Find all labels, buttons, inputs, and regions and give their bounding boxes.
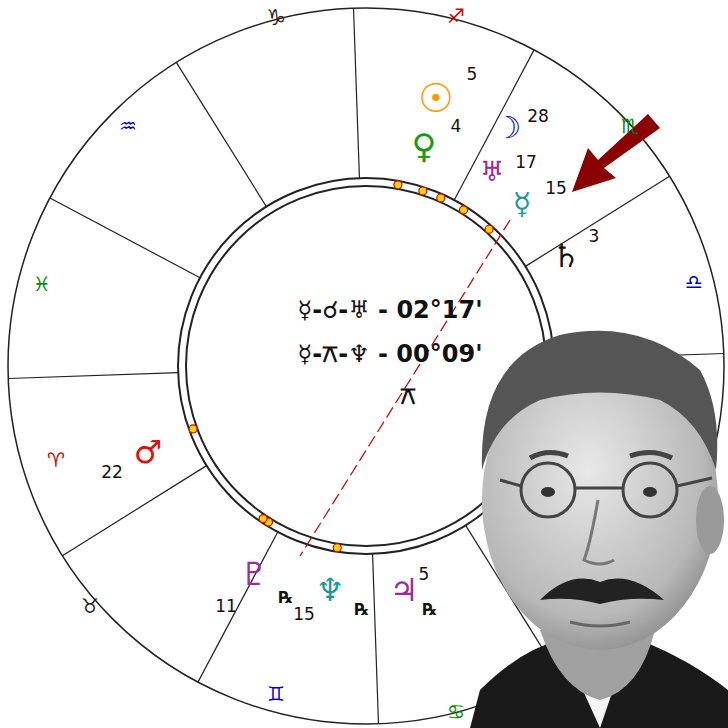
planet-glyph: ♀: [412, 129, 437, 163]
degree-number: 5: [419, 566, 430, 583]
planet-marker: [259, 515, 267, 523]
aspect-line: ☿-☌-♅ - 02°17': [297, 298, 482, 322]
planet-marker: [419, 187, 427, 195]
house-cusp: [373, 554, 379, 724]
planet-glyph: ♅: [479, 158, 504, 186]
planet-marker: [333, 544, 341, 552]
sign-glyph: ♐: [447, 6, 465, 26]
house-cusp: [8, 373, 178, 379]
house-cusp: [525, 176, 669, 266]
planet-glyph: ♄: [552, 240, 581, 272]
planet-glyph: ☉: [418, 78, 454, 118]
sign-glyph: ♉: [81, 596, 99, 616]
degree-number: 15: [293, 606, 315, 623]
retrograde-mark: ℞: [279, 590, 293, 606]
planet-glyph: ♆: [316, 574, 345, 606]
sign-glyph: ♋: [447, 702, 465, 722]
retrograde-mark: ℞: [355, 602, 369, 618]
house-cusp: [454, 50, 534, 200]
planet-marker: [485, 225, 493, 233]
planet-glyph: ♃: [390, 574, 419, 606]
planet-glyph: ♇: [240, 558, 269, 590]
sign-glyph: ♎: [685, 272, 703, 292]
sign-glyph: ♒: [119, 116, 137, 136]
degree-number: 3: [589, 228, 600, 245]
degree-number: 5: [467, 66, 478, 83]
aspect-symbol: ⚻: [400, 384, 416, 408]
sign-glyph: ♏: [621, 116, 639, 136]
planet-marker: [394, 181, 402, 189]
sign-glyph: ♑: [266, 7, 286, 29]
aspect-line: ☿-⚻-♆ - 00°09': [298, 342, 483, 366]
sign-glyph: ♊: [267, 684, 285, 704]
house-cusp: [198, 532, 278, 682]
degree-number: 28: [527, 108, 549, 125]
planet-marker: [437, 194, 445, 202]
degree-number: 22: [101, 464, 123, 481]
planet-glyph: ☿: [513, 189, 531, 219]
house-cusp: [62, 466, 206, 556]
sign-glyph: ♈: [47, 450, 65, 470]
degree-number: 15: [545, 180, 567, 197]
planet-glyph: ☽: [495, 113, 522, 143]
sign-glyph: ♓: [33, 274, 51, 294]
degree-number: 11: [215, 598, 237, 615]
planet-glyph: ♂: [134, 436, 163, 468]
planet-marker: [189, 425, 197, 433]
house-cusp: [354, 8, 360, 178]
house-cusp: [176, 62, 266, 206]
degree-number: 17: [515, 154, 537, 171]
house-cusp: [50, 198, 200, 278]
retrograde-mark: ℞: [423, 602, 437, 618]
degree-number: 4: [451, 118, 462, 135]
planet-marker: [460, 206, 468, 214]
